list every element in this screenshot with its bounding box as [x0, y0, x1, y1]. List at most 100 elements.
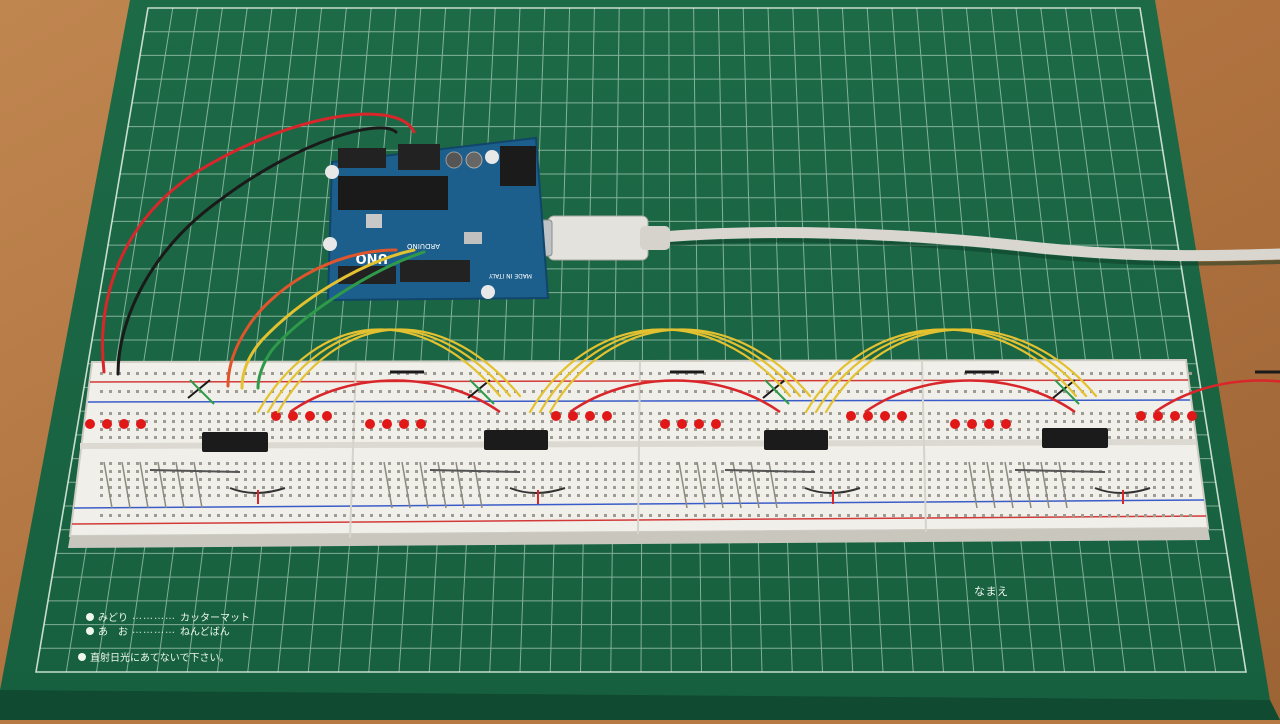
led-red	[1001, 419, 1011, 429]
hole	[361, 372, 364, 375]
hole	[874, 494, 877, 497]
hole	[469, 428, 472, 431]
hole	[424, 470, 427, 473]
hole	[712, 514, 715, 517]
hole	[640, 436, 643, 439]
hole	[181, 428, 184, 431]
hole	[739, 428, 742, 431]
hole	[127, 428, 130, 431]
hole	[487, 494, 490, 497]
hole	[118, 428, 121, 431]
hole	[1045, 372, 1048, 375]
hole	[1117, 412, 1120, 415]
hole	[721, 372, 724, 375]
hole	[433, 494, 436, 497]
hole	[1018, 514, 1021, 517]
hole	[1153, 372, 1156, 375]
hole	[550, 390, 553, 393]
hole	[703, 412, 706, 415]
hole	[1072, 420, 1075, 423]
hole	[1027, 420, 1030, 423]
wire-green-latch	[256, 250, 426, 390]
hole	[136, 470, 139, 473]
hole	[451, 514, 454, 517]
hole	[964, 390, 967, 393]
hole	[478, 428, 481, 431]
hole	[379, 372, 382, 375]
hole	[1126, 514, 1129, 517]
hole	[784, 494, 787, 497]
hole	[532, 514, 535, 517]
hole	[703, 514, 706, 517]
hole	[892, 420, 895, 423]
hole	[379, 420, 382, 423]
hole	[424, 486, 427, 489]
hole	[865, 428, 868, 431]
hole	[1072, 462, 1075, 465]
hole	[946, 372, 949, 375]
hole	[649, 478, 652, 481]
hole	[1081, 412, 1084, 415]
hole	[982, 436, 985, 439]
hole	[910, 494, 913, 497]
hole	[730, 372, 733, 375]
hole	[307, 390, 310, 393]
hole	[829, 428, 832, 431]
hole	[514, 486, 517, 489]
hole	[100, 428, 103, 431]
hole	[820, 428, 823, 431]
hole	[1171, 462, 1174, 465]
name-field-label: なまえ	[974, 585, 1009, 598]
hole	[172, 486, 175, 489]
hole	[505, 428, 508, 431]
hole	[1018, 412, 1021, 415]
hole	[568, 420, 571, 423]
hole	[640, 412, 643, 415]
hole	[361, 436, 364, 439]
resistor-lead	[986, 461, 996, 509]
hole	[1000, 486, 1003, 489]
led-red	[1136, 411, 1146, 421]
hole	[631, 494, 634, 497]
hole	[874, 372, 877, 375]
resistor-lead	[1004, 461, 1014, 509]
wire-red-bridge	[864, 379, 1076, 414]
hole	[676, 420, 679, 423]
hole	[478, 436, 481, 439]
hole	[370, 494, 373, 497]
hole	[469, 462, 472, 465]
hole	[1144, 428, 1147, 431]
hole	[694, 462, 697, 465]
hole	[262, 494, 265, 497]
hole	[145, 436, 148, 439]
hole	[1009, 470, 1012, 473]
hole	[280, 478, 283, 481]
hole	[1027, 412, 1030, 415]
hole	[919, 478, 922, 481]
hole	[253, 428, 256, 431]
hole	[370, 412, 373, 415]
hole	[1009, 412, 1012, 415]
hole	[577, 494, 580, 497]
hole	[127, 420, 130, 423]
hole	[442, 462, 445, 465]
hole	[748, 420, 751, 423]
hole	[298, 436, 301, 439]
jumper-gray	[149, 469, 241, 473]
hole	[820, 514, 823, 517]
hole	[559, 470, 562, 473]
hole	[1045, 390, 1048, 393]
hole	[244, 412, 247, 415]
hole	[1063, 514, 1066, 517]
hole	[802, 412, 805, 415]
hole	[748, 514, 751, 517]
mat-legend-green: みどり ………… カッターマット	[86, 609, 250, 624]
hole	[442, 420, 445, 423]
hole	[325, 486, 328, 489]
hole	[964, 470, 967, 473]
hole	[415, 486, 418, 489]
hole	[208, 462, 211, 465]
led-red	[1170, 411, 1180, 421]
hole	[1000, 372, 1003, 375]
hole	[1072, 494, 1075, 497]
